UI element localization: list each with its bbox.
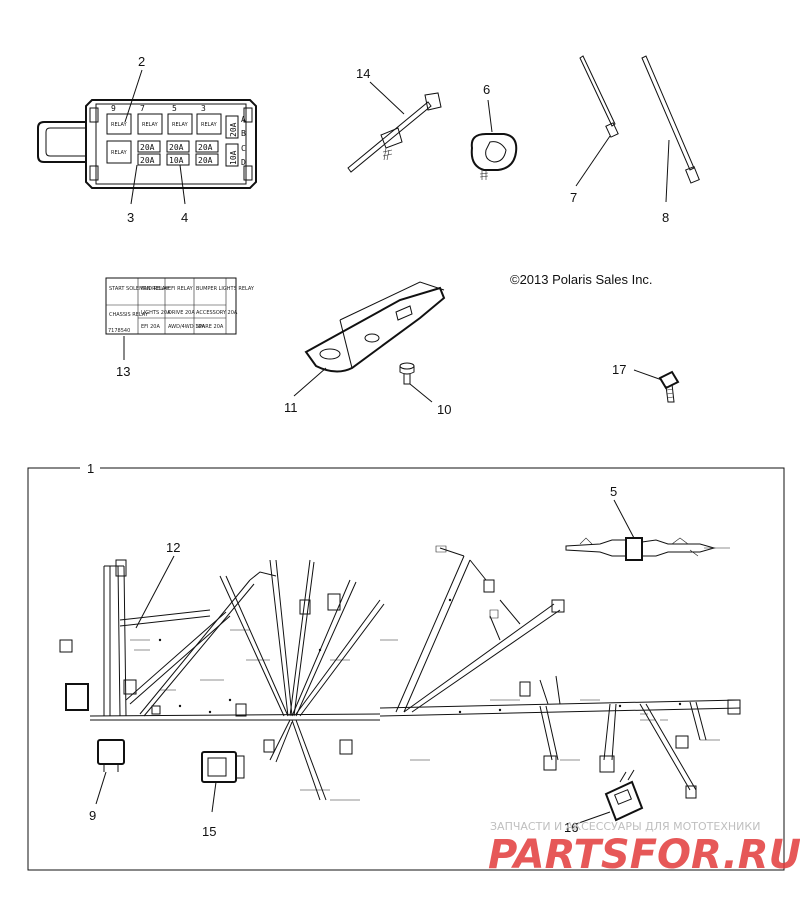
relay-label-5: RELAY xyxy=(111,150,128,156)
side-letter-a: A xyxy=(241,115,246,124)
callout-15: 15 xyxy=(202,824,216,839)
fuse-label: 20A xyxy=(140,156,155,165)
decal-cell: ACCESSORY 20A xyxy=(196,310,238,316)
callout-16: 16 xyxy=(564,820,578,835)
fuse-pos-3: 3 xyxy=(201,104,206,113)
fuse-box-side-letters: A B C D xyxy=(241,115,246,167)
fuse-pos-7: 7 xyxy=(140,104,145,113)
decal-cell: START SOLENOID RELAY xyxy=(109,286,170,292)
side-fuse-label: 10A xyxy=(229,150,238,165)
decal-cell: AWD/4WD 10A xyxy=(168,324,206,330)
decal-cell: LIGHTS 20A xyxy=(141,310,171,316)
switch-module xyxy=(575,769,644,825)
side-letter-d: D xyxy=(241,158,246,167)
callout-10: 10 xyxy=(437,402,451,417)
bolt xyxy=(633,369,680,403)
fuse-label: 20A xyxy=(198,143,213,152)
decal-cell: EFI RELAY xyxy=(168,286,194,292)
side-fuse-label: 20A xyxy=(229,122,238,137)
bracket xyxy=(293,281,446,397)
main-wire-harness xyxy=(59,545,741,801)
relay-label-2: RELAY xyxy=(142,122,159,128)
callout-9: 9 xyxy=(89,808,96,823)
callout-13: 13 xyxy=(116,364,130,379)
decal-cell: FAN RELAY xyxy=(141,286,169,292)
callout-14: 14 xyxy=(356,66,370,81)
callout-5: 5 xyxy=(610,484,617,499)
fuse-pos-9: 9 xyxy=(111,104,116,113)
decal-cell: SPARE 20A xyxy=(196,324,224,330)
fuse-label: 20A xyxy=(140,143,155,152)
decal-cell: DRIVE 20A xyxy=(168,310,195,316)
inline-fuse-holder xyxy=(565,499,730,561)
callout-1: 1 xyxy=(87,461,94,476)
decal-cell: BUMPER LIGHTS RELAY xyxy=(196,286,255,292)
callout-7: 7 xyxy=(570,190,577,205)
callout-6: 6 xyxy=(483,82,490,97)
cable-tie-short xyxy=(575,55,619,187)
fuse-label: 20A xyxy=(169,143,184,152)
callout-4: 4 xyxy=(181,210,188,225)
watermark: ЗАПЧАСТИ И АКСЕССУАРЫ ДЛЯ МОТОТЕХНИКИ PA… xyxy=(488,820,800,878)
relay-label-4: RELAY xyxy=(201,122,218,128)
cable-tie-long xyxy=(641,55,700,203)
fuse-decal: START SOLENOID RELAY FAN RELAY EFI RELAY… xyxy=(105,277,255,360)
watermark-brand: PARTSFOR.RU xyxy=(488,832,800,878)
callout-3: 3 xyxy=(127,210,134,225)
fuse-pos-5: 5 xyxy=(172,104,177,113)
screw xyxy=(399,362,433,403)
callout-2: 2 xyxy=(138,54,145,69)
fuse-label: 20A xyxy=(198,156,213,165)
decal-cell: EFI 20A xyxy=(141,324,160,330)
watermark-tagline: ЗАПЧАСТИ И АКСЕССУАРЫ ДЛЯ МОТОТЕХНИКИ xyxy=(490,820,760,833)
side-letter-b: B xyxy=(241,129,246,138)
cable-tie-clip xyxy=(347,81,442,173)
fuse-box: 9 7 5 3 RELAY RELAY RELAY RELAY RELAY 20… xyxy=(37,69,257,205)
fuse-box-top-numbers: 9 7 5 3 xyxy=(111,104,206,113)
decal-cell: CHASSIS RELAY xyxy=(109,312,149,318)
clamp xyxy=(470,99,518,180)
relay-label-3: RELAY xyxy=(172,122,189,128)
side-letter-c: C xyxy=(241,144,246,153)
callout-12: 12 xyxy=(166,540,180,555)
callout-17: 17 xyxy=(612,362,626,377)
decal-part-no: 7178540 xyxy=(108,328,130,334)
fuses: 20A 20A 20A 20A 10A 20A 20A 10A xyxy=(137,115,239,167)
harness-frame xyxy=(27,467,785,871)
callout-11: 11 xyxy=(284,400,298,415)
relay xyxy=(95,739,125,805)
relay-label-1: RELAY xyxy=(111,122,128,128)
fuse-label: 10A xyxy=(169,156,184,165)
callout-8: 8 xyxy=(662,210,669,225)
connector xyxy=(201,751,245,813)
copyright-text: ©2013 Polaris Sales Inc. xyxy=(510,272,653,287)
relays: RELAY RELAY RELAY RELAY RELAY xyxy=(106,113,222,164)
